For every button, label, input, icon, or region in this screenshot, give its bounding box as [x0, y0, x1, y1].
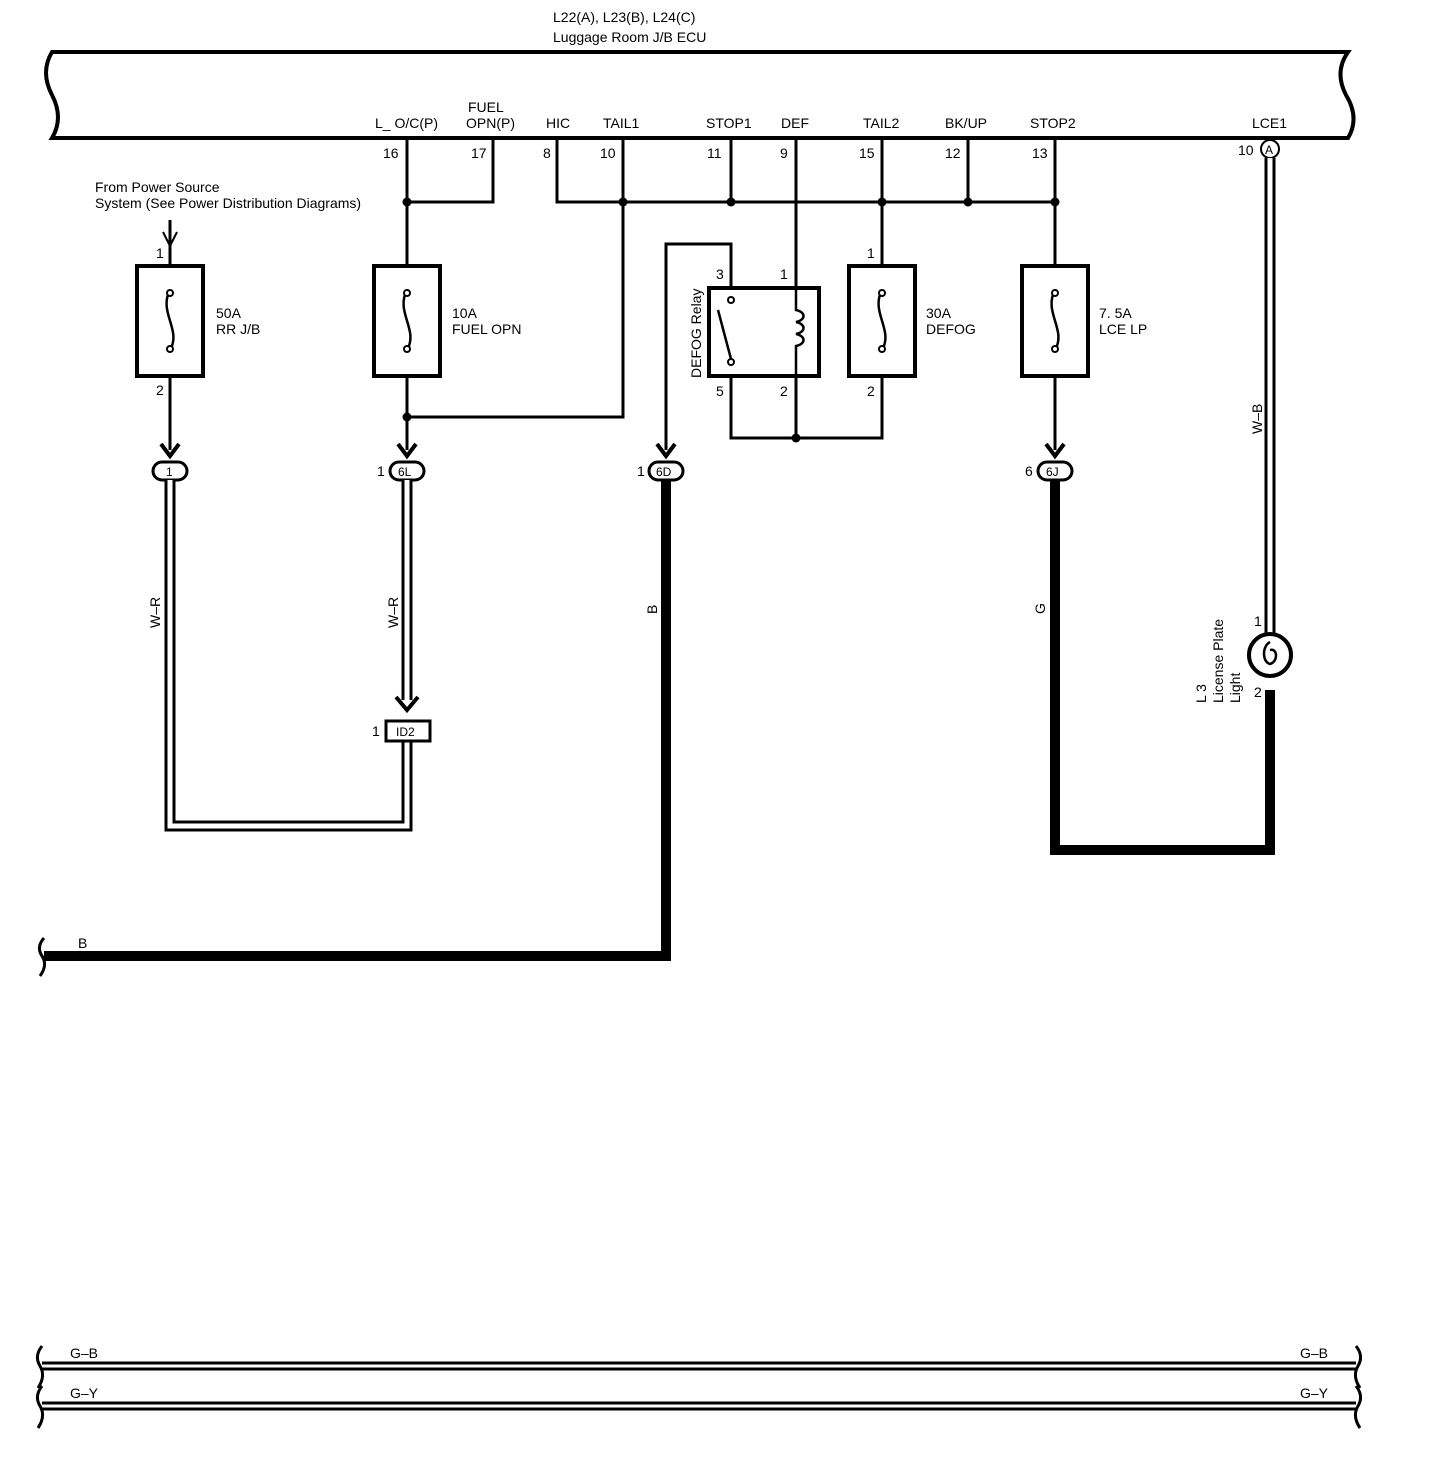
connector-a-label: A	[1265, 143, 1273, 157]
connector-6j-label: 6J	[1046, 465, 1059, 479]
terminal-label-fuel-2: OPN(P)	[466, 115, 515, 131]
fuse-rrjb-name: RR J/B	[216, 321, 260, 337]
wire-color-wr-1: W–R	[147, 597, 163, 628]
terminal-label-stop1: STOP1	[706, 115, 752, 131]
terminal-label-lce1: LCE1	[1252, 115, 1287, 131]
wire-wr-harness	[164, 480, 413, 832]
lamp-name-2: Light	[1227, 673, 1243, 703]
fuse-lcelp-name: LCE LP	[1099, 321, 1147, 337]
wire-break-icon	[37, 937, 47, 977]
connector-id2-label: ID2	[396, 725, 415, 739]
pin-15: 15	[859, 145, 875, 161]
terminal-label-hic: HIC	[546, 115, 570, 131]
terminal-label-fuel-1: FUEL	[468, 99, 504, 115]
connector-6l-pin: 1	[377, 463, 385, 479]
arrow-down-icon	[396, 442, 418, 460]
power-source-line1: From Power Source	[95, 179, 220, 195]
relay-pin-3: 3	[716, 266, 724, 282]
pin-16: 16	[383, 145, 399, 161]
relay-name: DEFOG Relay	[688, 289, 704, 378]
pin-10: 10	[600, 145, 616, 161]
wire-b	[44, 480, 671, 961]
relay-pin-2: 2	[780, 383, 788, 399]
connector-6l-label: 6L	[398, 465, 412, 479]
junction-dot	[726, 197, 736, 207]
wire-color-wr-2: W–R	[385, 597, 401, 628]
fuse-rrjb-pin-bottom: 2	[156, 382, 164, 398]
wire-g	[1050, 480, 1275, 855]
wire-color-b-vertical: B	[644, 605, 660, 614]
pin-12: 12	[945, 145, 961, 161]
fuse-defog-rating: 30A	[926, 305, 952, 321]
lamp-pin-bottom: 2	[1254, 684, 1262, 700]
terminal-label-tail1: TAIL1	[603, 115, 640, 131]
bus-g-b-left-label: G–B	[70, 1345, 98, 1361]
connector-id2	[384, 719, 432, 743]
pin-11: 11	[707, 145, 722, 161]
license-plate-light-bulb-icon	[1247, 632, 1293, 678]
fuse-fuelopn-rating: 10A	[452, 305, 478, 321]
power-source-arrow-icon	[162, 220, 178, 266]
junction-dot	[618, 197, 628, 207]
junction-dot	[402, 197, 412, 207]
arrow-down-icon	[394, 695, 420, 714]
arrow-down-icon	[1044, 442, 1066, 460]
pin-10-lce1: 10	[1238, 142, 1254, 158]
connector-1-label: 1	[166, 465, 173, 479]
wire-color-b-horizontal: B	[78, 935, 87, 951]
wire-color-wb: W–B	[1249, 404, 1265, 434]
junction-dot	[963, 197, 973, 207]
junction-dot	[402, 412, 412, 422]
ecu-title-codes: L22(A), L23(B), L24(C)	[553, 9, 695, 25]
ecu-body	[44, 50, 1356, 140]
terminal-label-loc: L_ O/C(P)	[375, 115, 438, 131]
fuse-defog	[847, 264, 917, 378]
connector-id2-pin: 1	[372, 723, 380, 739]
ecu-title-name: Luggage Room J/B ECU	[553, 29, 706, 45]
terminal-label-bkup: BK/UP	[945, 115, 987, 131]
arrow-down-icon	[159, 442, 181, 460]
arrow-down-icon	[655, 442, 677, 460]
wire-color-g: G	[1032, 603, 1048, 614]
fuse-rrjb	[135, 264, 205, 378]
connector-6d-pin: 1	[637, 463, 645, 479]
fuse-fuelopn	[372, 264, 442, 378]
fuse-defog-pin-bottom: 2	[867, 383, 875, 399]
connector-6d-label: 6D	[656, 465, 672, 479]
lamp-name-1: License Plate	[1210, 619, 1226, 703]
fuse-rrjb-rating: 50A	[216, 305, 242, 321]
relay-pin-5: 5	[716, 383, 724, 399]
junction-dot	[1050, 197, 1060, 207]
lamp-code: L 3	[1193, 684, 1209, 703]
pin-9: 9	[780, 145, 788, 161]
bus-g-b	[35, 1345, 1363, 1389]
terminal-label-tail2: TAIL2	[863, 115, 900, 131]
pin-17: 17	[471, 145, 487, 161]
terminal-label-def: DEF	[781, 115, 809, 131]
connector-6j-pin: 6	[1025, 463, 1033, 479]
fuse-lcelp	[1020, 264, 1090, 378]
defog-relay	[707, 286, 821, 378]
junction-dot	[877, 197, 887, 207]
bus-g-y-right-label: G–Y	[1300, 1385, 1329, 1401]
lamp-pin-top: 1	[1254, 613, 1262, 629]
fuse-defog-name: DEFOG	[926, 321, 976, 337]
fuse-lcelp-rating: 7. 5A	[1099, 305, 1132, 321]
bus-g-y-left-label: G–Y	[70, 1385, 99, 1401]
pin-13: 13	[1032, 145, 1048, 161]
bus-g-y	[35, 1385, 1363, 1429]
terminal-label-stop2: STOP2	[1030, 115, 1076, 131]
fuse-defog-pin-top: 1	[867, 245, 875, 261]
fuse-fuelopn-name: FUEL OPN	[452, 321, 522, 337]
fuse-rrjb-pin-top: 1	[156, 245, 164, 261]
junction-dot	[791, 433, 801, 443]
power-source-line2: System (See Power Distribution Diagrams)	[95, 195, 361, 211]
relay-pin-1: 1	[780, 266, 788, 282]
pin-8: 8	[543, 145, 551, 161]
bus-g-b-right-label: G–B	[1300, 1345, 1328, 1361]
